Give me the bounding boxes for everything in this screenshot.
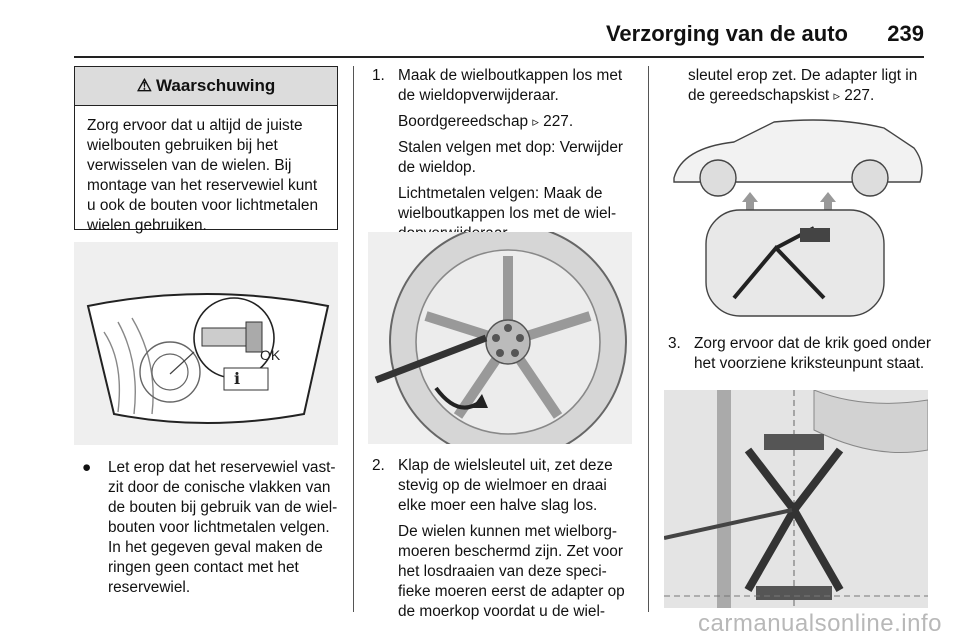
warning-text: Zorg ervoor dat u altijd de juiste wielb… xyxy=(87,117,319,234)
column-divider xyxy=(353,66,354,612)
warning-header: ⚠ Waarschuwing xyxy=(75,67,337,106)
page-header: Verzorging van de auto 239 xyxy=(0,14,960,58)
step-reference: Boordgereedschap 227. xyxy=(398,112,638,132)
jack-placement-figure xyxy=(663,389,929,608)
wheel-bolt-illustration: i OK xyxy=(86,293,330,424)
continued-text: sleutel erop zet. De adapter ligt in de … xyxy=(688,67,918,104)
wheel-bolt-figure: i OK xyxy=(74,242,338,445)
step-number: 3. xyxy=(668,335,681,352)
jack-placement-illustration xyxy=(663,389,929,608)
step-number: 2. xyxy=(372,457,385,474)
step-text: Klap de wielsleutel uit, zet deze stevig… xyxy=(398,457,613,514)
step-1: 1. Maak de wielboutkappen los met de wie… xyxy=(372,66,638,244)
car-jack-points-illustration xyxy=(673,119,923,317)
warning-box: ⚠ Waarschuwing Zorg ervoor dat u altijd … xyxy=(74,66,338,234)
step-substep: Stalen velgen met dop: Verwijder de wiel… xyxy=(398,139,624,176)
wheel-wrench-figure xyxy=(368,223,632,461)
step-2: 2. Klap de wielsleutel uit, zet deze ste… xyxy=(372,456,638,622)
step-text: Zorg ervoor dat de krik goed onder het v… xyxy=(694,335,931,372)
warning-title: Waarschuwing xyxy=(155,76,276,95)
warning-icon: ⚠ xyxy=(136,76,152,95)
column-divider xyxy=(648,66,649,612)
section-title: Verzorging van de auto xyxy=(605,21,848,46)
wheel-wrench-illustration xyxy=(374,223,627,461)
reference-arrow-icon xyxy=(833,87,840,104)
car-jack-points-figure xyxy=(664,108,928,320)
bullet-text: Let erop dat het reservewiel vast-zit do… xyxy=(108,459,338,596)
bullet-dot: ● xyxy=(82,459,92,476)
reference-arrow-icon xyxy=(532,113,539,130)
step-substep: De wielen kunnen met wielborg-moeren bes… xyxy=(398,523,625,620)
watermark: carmanualsonline.info xyxy=(698,610,942,637)
step-number: 1. xyxy=(372,67,385,84)
header-rule xyxy=(74,56,924,58)
step-text: Maak de wielboutkappen los met de wieldo… xyxy=(398,67,623,104)
step-2-continued: sleutel erop zet. De adapter ligt in de … xyxy=(668,66,932,106)
page-number: 239 xyxy=(887,21,924,46)
svg-text:i: i xyxy=(234,369,240,388)
ok-label: OK xyxy=(260,347,281,363)
bullet-item: ● Let erop dat het reservewiel vast-zit … xyxy=(74,458,342,598)
step-3: 3. Zorg ervoor dat de krik goed onder he… xyxy=(668,334,932,374)
